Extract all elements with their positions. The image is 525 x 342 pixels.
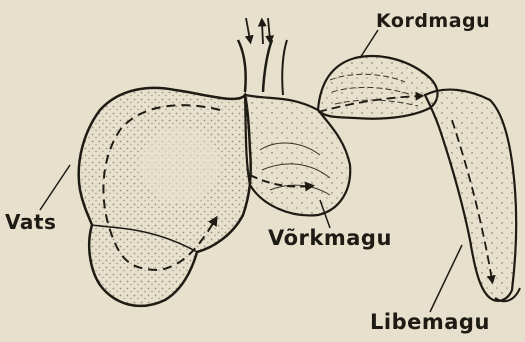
- label-libemagu: Libemagu: [370, 310, 490, 334]
- rumen-vats: [79, 88, 251, 306]
- label-vorkmagu: Võrkmagu: [268, 226, 392, 250]
- abomasum-libemagu: [425, 90, 520, 302]
- omasum-kordmagu: [318, 56, 438, 119]
- label-vats: Vats: [5, 210, 56, 234]
- esophagus: [238, 18, 287, 95]
- label-kordmagu: Kordmagu: [376, 10, 490, 32]
